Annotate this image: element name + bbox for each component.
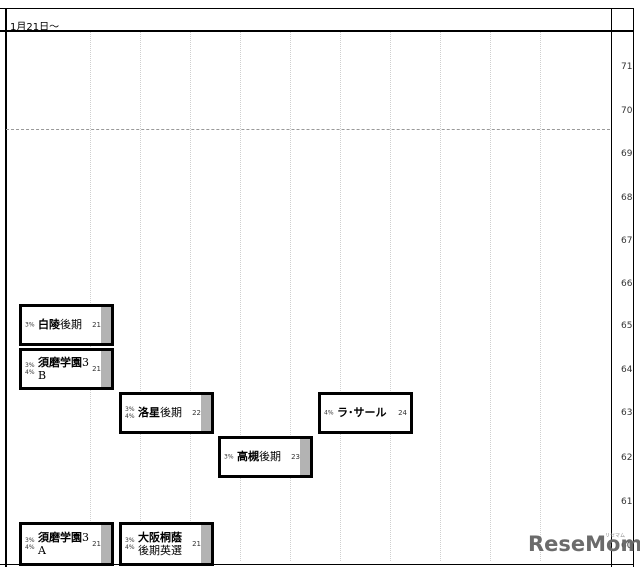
grid-col bbox=[140, 32, 141, 561]
school-box-rakusei: 3% 4% 洛星後期 22 bbox=[119, 392, 214, 434]
tick-label: 71 bbox=[621, 62, 633, 72]
date-number: 23 bbox=[291, 453, 300, 461]
tick-label: 68 bbox=[621, 193, 633, 203]
school-name: 洛星後期 bbox=[138, 406, 182, 419]
tick-label: 63 bbox=[621, 408, 633, 418]
separator-line bbox=[6, 129, 610, 130]
date-number: 22 bbox=[192, 409, 201, 417]
rate-tag: 3% 4% bbox=[125, 537, 135, 551]
stripe bbox=[300, 439, 310, 475]
tick-label: 70 bbox=[621, 106, 633, 116]
tick-label: 65 bbox=[621, 321, 633, 331]
date-number: 21 bbox=[92, 321, 101, 329]
grid-col bbox=[190, 32, 191, 561]
school-box-lasalle: 4% ラ･サール 24 bbox=[318, 392, 413, 434]
right-border bbox=[611, 8, 612, 567]
date-number: 21 bbox=[92, 540, 101, 548]
grid-col bbox=[290, 32, 291, 561]
school-name: 白陵後期 bbox=[38, 318, 82, 331]
school-name: 大阪桐蔭後期英選 bbox=[138, 531, 182, 557]
date-label: 1月21日～ bbox=[10, 22, 60, 33]
tick-label: 69 bbox=[621, 149, 633, 159]
stripe bbox=[201, 525, 211, 563]
rate-tag: 3% 4% bbox=[25, 537, 35, 551]
school-box-takatsuki: 3% 高槻後期 23 bbox=[218, 436, 313, 478]
date-number: 24 bbox=[398, 409, 407, 417]
tick-label: 60 bbox=[621, 541, 633, 551]
grid-col bbox=[540, 32, 541, 561]
date-number: 21 bbox=[92, 365, 101, 373]
stripe bbox=[101, 307, 111, 343]
tick-label: 61 bbox=[621, 497, 633, 507]
rate-tag: 3% 4% bbox=[125, 406, 135, 420]
date-number: 21 bbox=[192, 540, 201, 548]
stripe bbox=[101, 351, 111, 387]
tick-label: 64 bbox=[621, 365, 633, 375]
school-box-osaka-toin: 3% 4% 大阪桐蔭後期英選 21 bbox=[119, 522, 214, 566]
bottom-border bbox=[0, 564, 634, 565]
tick-label: 62 bbox=[621, 453, 633, 463]
grid-col bbox=[340, 32, 341, 561]
left-border bbox=[5, 8, 7, 567]
rate-tag: 3% 4% bbox=[25, 362, 35, 376]
stripe bbox=[101, 525, 111, 563]
school-name: 高槻後期 bbox=[237, 450, 281, 463]
header-border bbox=[0, 30, 634, 32]
rate-tag: 3% bbox=[224, 453, 234, 461]
grid-col bbox=[440, 32, 441, 561]
stripe bbox=[201, 395, 211, 431]
resemom-logo: ReseMom bbox=[528, 532, 640, 556]
rate-tag: 4% bbox=[324, 409, 334, 417]
grid-col bbox=[240, 32, 241, 561]
tick-label: 67 bbox=[621, 236, 633, 246]
school-box-hakuryo: 3% 白陵後期 21 bbox=[19, 304, 114, 346]
school-name: ラ･サール bbox=[337, 406, 387, 419]
grid-col bbox=[90, 32, 91, 561]
rate-tag: 3% bbox=[25, 321, 35, 329]
top-border bbox=[0, 8, 634, 9]
tick-label: 66 bbox=[621, 279, 633, 289]
outer-right-border bbox=[633, 8, 634, 567]
grid-col bbox=[390, 32, 391, 561]
grid-col bbox=[490, 32, 491, 561]
resemom-logo-kana: リセマム bbox=[605, 533, 626, 539]
